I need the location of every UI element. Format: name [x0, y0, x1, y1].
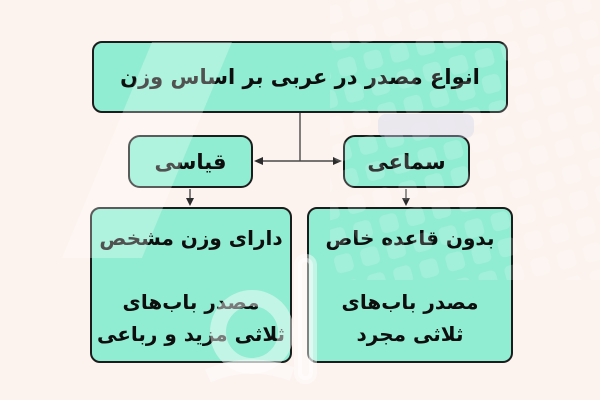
node-branch-qiyasi: قیاسی	[128, 135, 253, 188]
node-root-label: انواع مصدر در عربی بر اساس وزن	[120, 65, 480, 89]
node-leaf-samai: بدون قاعده خاص مصدر باب‌های ثلاثی مجرد	[307, 207, 513, 363]
node-branch-qiyasi-label: قیاسی	[154, 149, 227, 174]
leaf-samai-title: بدون قاعده خاص	[325, 226, 495, 250]
node-branch-samai-label: سماعی	[367, 149, 446, 174]
leaf-samai-line2: ثلاثی مجرد	[356, 322, 464, 346]
arrowhead-left-icon	[254, 157, 263, 165]
arrowhead-down-left-icon	[186, 198, 194, 206]
node-leaf-qiyasi: دارای وزن مشخص مصدر باب‌های ثلاثی مزید و…	[90, 207, 292, 363]
leaf-qiyasi-title: دارای وزن مشخص	[99, 226, 283, 250]
arrowhead-down-right-icon	[402, 198, 410, 206]
leaf-samai-line1: مصدر باب‌های	[341, 290, 479, 314]
leaf-qiyasi-line2: ثلاثی مزید و رباعی	[96, 322, 286, 346]
node-branch-samai: سماعی	[343, 135, 470, 188]
arrowhead-right-icon	[333, 157, 342, 165]
leaf-qiyasi-line1: مصدر باب‌های	[122, 290, 260, 314]
node-root: انواع مصدر در عربی بر اساس وزن	[92, 41, 508, 113]
